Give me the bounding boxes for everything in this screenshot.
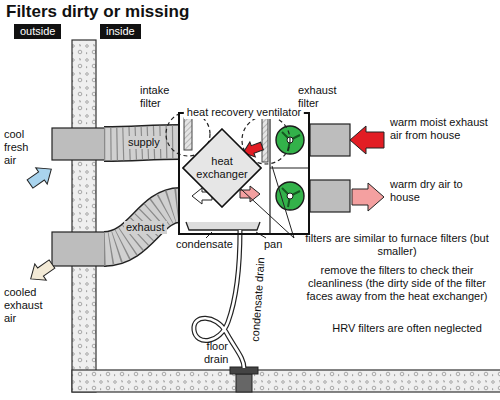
floor-drain-part <box>230 367 258 374</box>
air-arrow-part <box>352 183 384 211</box>
part-label: intake filter <box>140 84 180 110</box>
exhaust-duct-part <box>104 205 180 249</box>
air-arrow-part <box>350 126 384 154</box>
node-label: inside <box>106 25 135 38</box>
concrete-floor-part <box>72 370 500 392</box>
fan-part <box>276 182 304 210</box>
condensate-pan <box>186 222 260 230</box>
supply-duct-part <box>52 128 106 160</box>
part-label: floor drain <box>204 340 228 366</box>
air-arrow-part <box>25 256 58 287</box>
fan-part <box>287 193 293 199</box>
concrete-wall <box>72 40 96 392</box>
filter-part <box>262 118 268 162</box>
concrete-wall-part <box>72 40 96 392</box>
exhaust-duct <box>52 205 180 266</box>
part-label: warm dry air to house <box>390 178 490 204</box>
node-label: outside <box>20 25 55 38</box>
part-label: cooled exhaust air <box>4 286 54 326</box>
air-arrow <box>24 126 384 287</box>
filter-part <box>184 118 192 150</box>
fan-part <box>282 132 300 207</box>
room-ducts-part <box>310 124 350 156</box>
room-ducts <box>310 124 350 212</box>
exchanger-diamond: heat exchanger <box>182 128 262 208</box>
condensate-hose <box>194 230 244 368</box>
side-tag: outside <box>14 24 61 39</box>
exhaust-duct-part <box>52 232 106 266</box>
part-label: condensate <box>176 238 233 251</box>
box-heading: heat recovery ventilator <box>184 106 304 119</box>
part-label: exhaust filter <box>298 84 344 110</box>
part-label: cool fresh air <box>4 128 34 168</box>
part-label: filters are similar to furnace filters (… <box>298 232 496 258</box>
exhaust-duct-part <box>104 205 180 249</box>
ventilator-housing-part <box>178 112 310 235</box>
ventilator-housing-part <box>270 167 310 168</box>
condensate-hose-part <box>194 230 244 368</box>
part-label: pan <box>264 238 282 251</box>
ventilator-housing <box>178 112 310 235</box>
diagram-title: Filters dirty or missing <box>6 2 189 22</box>
air-arrow-part <box>240 186 260 202</box>
condensate-pan-part <box>186 222 260 230</box>
floor-drain-part <box>236 374 252 392</box>
part-label: warm moist exhaust air from house <box>390 116 496 142</box>
part-label: condensate drain <box>248 257 267 342</box>
room-ducts-part <box>310 180 350 212</box>
exhaust-duct-part <box>104 205 180 249</box>
part-label: exhaust <box>124 221 167 234</box>
ventilator-box: heat recovery ventilatorheat exchanger <box>178 112 310 235</box>
concrete-floor <box>72 370 500 392</box>
floor-drain <box>230 367 258 392</box>
node-label: heat exchanger <box>196 155 248 181</box>
condensate-hose-part <box>194 230 244 368</box>
part-label: remove the filters to check their cleanl… <box>298 264 496 304</box>
side-tag: inside <box>100 24 141 39</box>
leader-line-part <box>256 232 266 238</box>
part-label: HRV filters are often neglected <box>318 322 496 335</box>
supply-duct <box>52 128 180 160</box>
air-arrow-part <box>24 161 57 192</box>
leader-line-part <box>206 232 212 238</box>
diamond-shape <box>183 129 261 207</box>
part-label: supply <box>126 136 162 149</box>
